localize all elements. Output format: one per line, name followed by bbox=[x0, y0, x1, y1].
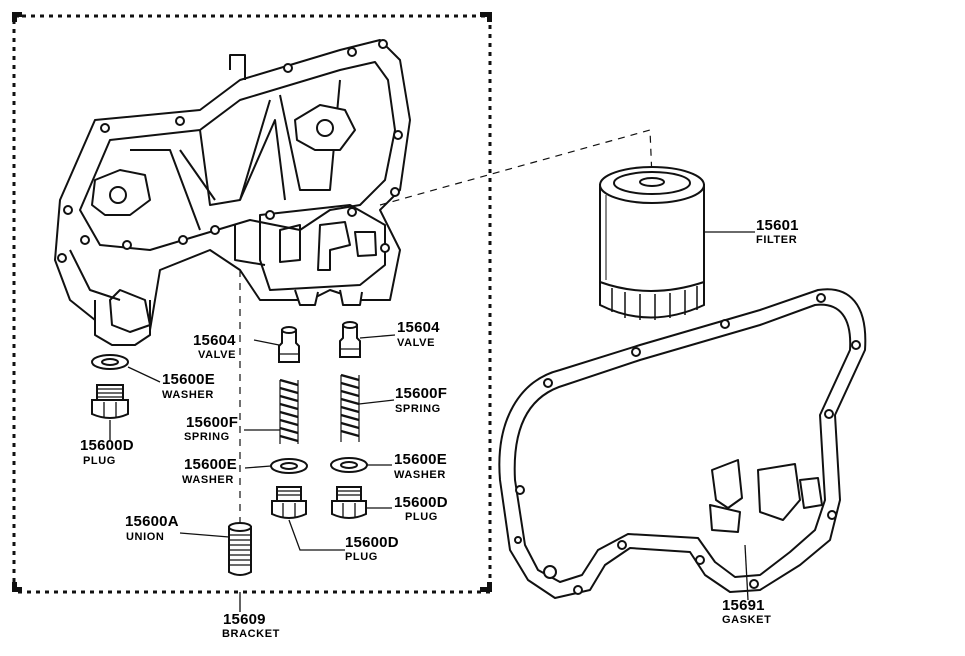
frame-corners bbox=[12, 12, 492, 592]
spring-left-drawing bbox=[280, 380, 298, 444]
spring-left-part-number: 15600F bbox=[186, 414, 239, 431]
washer-top-drawing bbox=[92, 355, 128, 369]
bracket-bolt-holes bbox=[58, 40, 402, 262]
washer-left-part-number: 15600E bbox=[184, 456, 237, 473]
spring-right-part-number: 15600F bbox=[395, 385, 448, 402]
filter-part-name: FILTER bbox=[756, 234, 798, 246]
bracket-part-name: BRACKET bbox=[222, 628, 280, 640]
washer-right-part-name: WASHER bbox=[394, 469, 446, 481]
gasket-part-number: 15691 bbox=[722, 597, 765, 614]
washer-left-part-name: WASHER bbox=[182, 474, 234, 486]
plug-bottom-part-name: PLUG bbox=[345, 551, 378, 563]
valve-right-drawing bbox=[340, 322, 360, 357]
union-drawing bbox=[229, 523, 251, 575]
valve-left-part-number: 15604 bbox=[193, 332, 236, 349]
washer-top-part-name: WASHER bbox=[162, 389, 214, 401]
spring-right-drawing bbox=[341, 375, 359, 442]
assembly-guide-lines bbox=[240, 130, 652, 545]
washer-top-part-number: 15600E bbox=[162, 371, 215, 388]
union-part-number: 15600A bbox=[125, 513, 179, 530]
spring-left-part-name: SPRING bbox=[184, 431, 230, 443]
valve-right-part-name: VALVE bbox=[397, 337, 436, 349]
plug-right-drawing bbox=[332, 487, 366, 518]
washer-left-drawing bbox=[271, 459, 307, 473]
plug-bottom-drawing bbox=[272, 487, 306, 518]
washer-right-drawing bbox=[331, 458, 367, 472]
plug-right-part-number: 15600D bbox=[394, 494, 448, 511]
plug-bottom-part-number: 15600D bbox=[345, 534, 399, 551]
filter-part-number: 15601 bbox=[756, 217, 799, 234]
plug-top-part-number: 15600D bbox=[80, 437, 134, 454]
plug-right-part-name: PLUG bbox=[405, 511, 438, 523]
bracket-part-number: 15609 bbox=[223, 611, 266, 628]
union-part-name: UNION bbox=[126, 531, 165, 543]
plug-top-drawing bbox=[92, 385, 128, 418]
washer-right-part-number: 15600E bbox=[394, 451, 447, 468]
gasket-drawing bbox=[499, 289, 865, 598]
valve-left-drawing bbox=[279, 327, 299, 362]
spring-right-part-name: SPRING bbox=[395, 403, 441, 415]
gasket-part-name: GASKET bbox=[722, 614, 772, 626]
plug-top-part-name: PLUG bbox=[83, 455, 116, 467]
gasket-bolt-holes bbox=[515, 294, 860, 594]
valve-right-part-number: 15604 bbox=[397, 319, 440, 336]
bracket-housing-drawing bbox=[55, 40, 410, 345]
leader-lines bbox=[110, 232, 755, 612]
oil-filter-drawing bbox=[600, 167, 704, 320]
valve-left-part-name: VALVE bbox=[198, 349, 237, 361]
